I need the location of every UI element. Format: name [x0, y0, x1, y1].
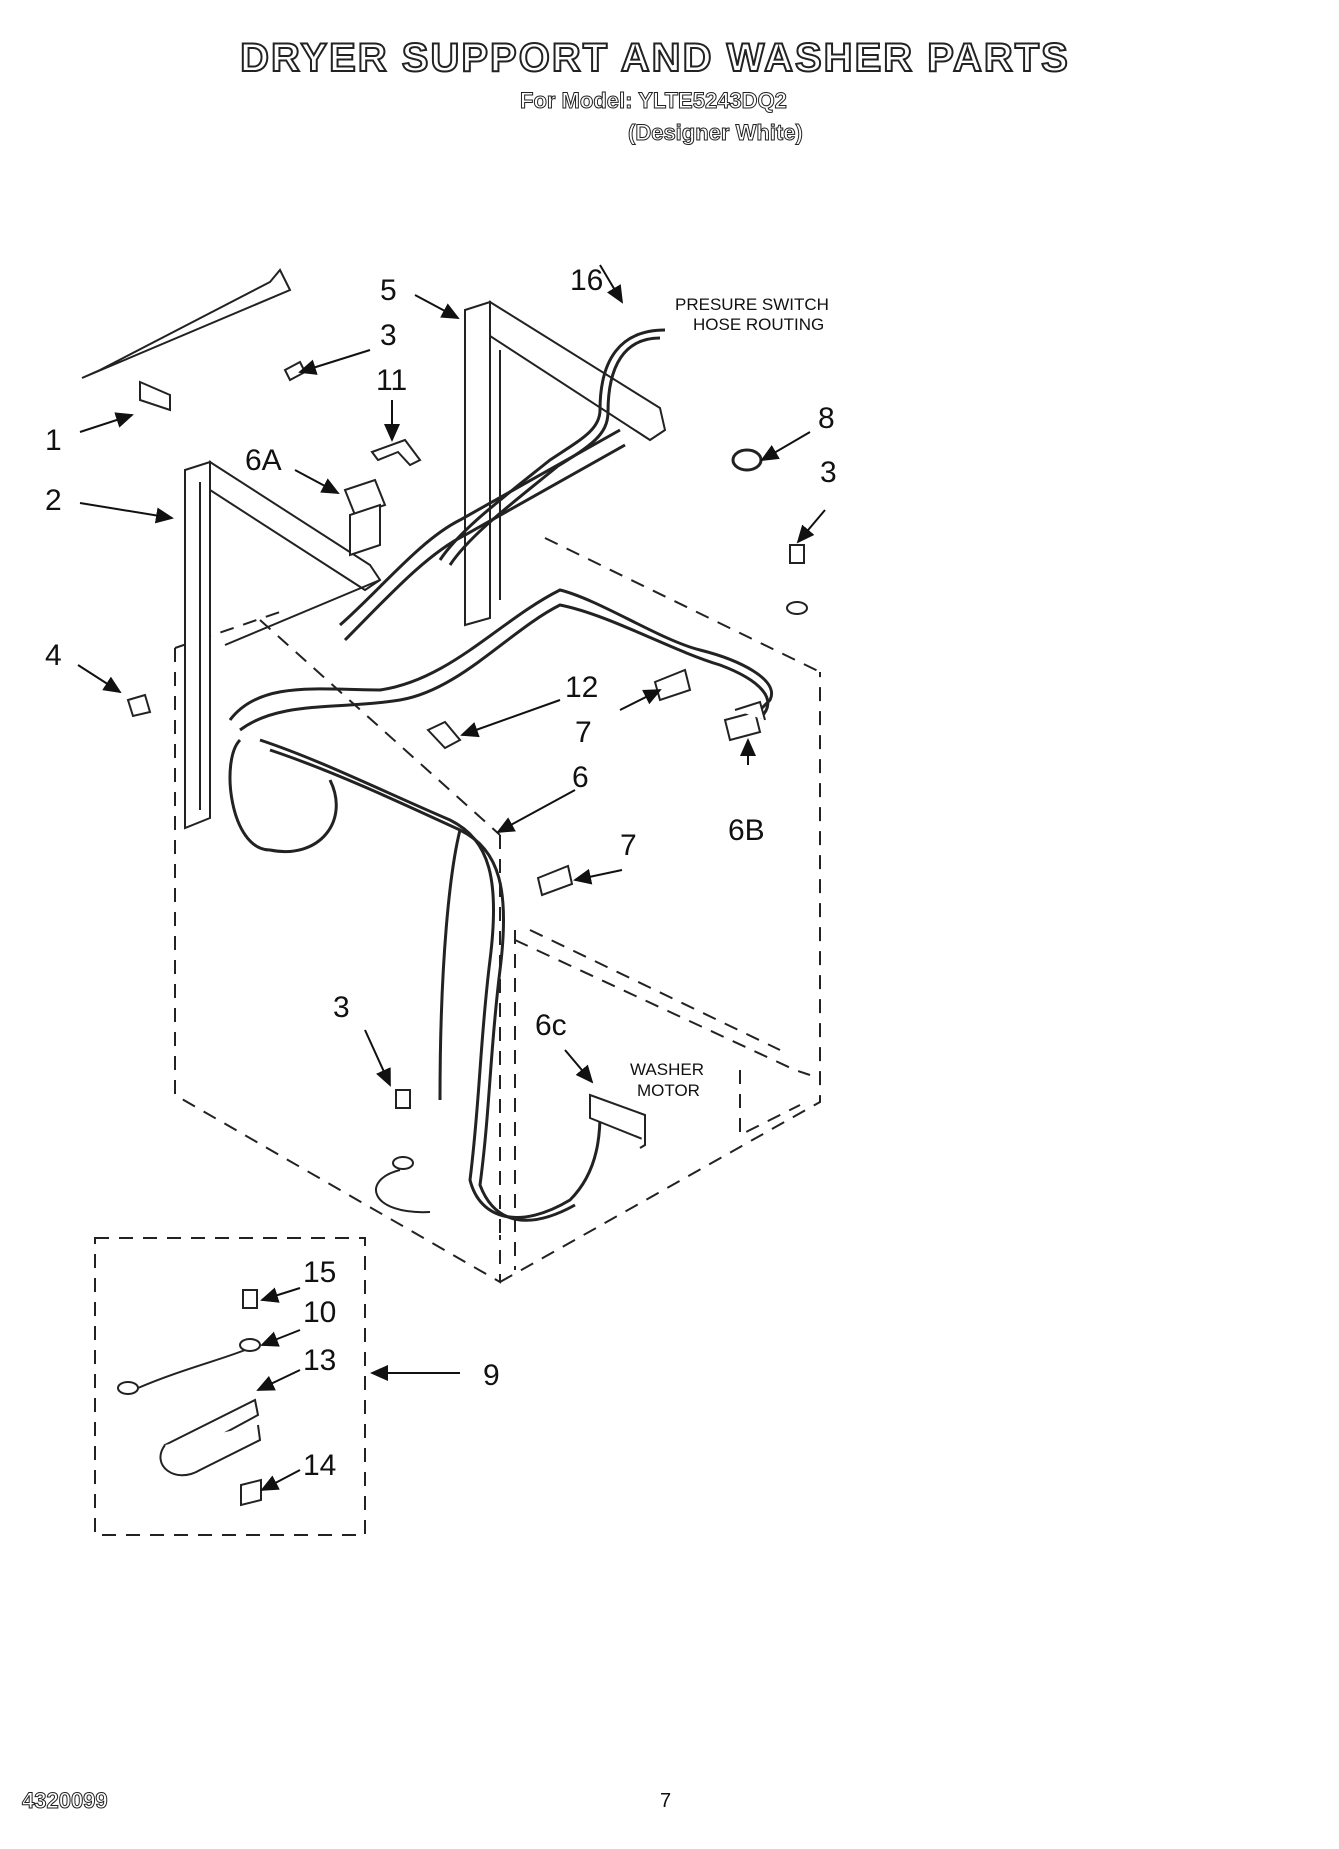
callout-5: 5 [380, 274, 397, 307]
diagram-notes: PRESURE SWITCH HOSE ROUTING WASHER MOTOR [630, 295, 829, 1100]
model-number: For Model: YLTE5243DQ2 [520, 88, 788, 114]
left-support-frame-part-2 [184, 460, 382, 830]
right-support-frame-part-5 [464, 300, 667, 627]
callout-6a: 6A [245, 444, 282, 477]
callout-9: 9 [483, 1359, 500, 1392]
clip-part-12 [426, 720, 462, 750]
clip-part-7-upper [653, 668, 692, 702]
washer-cabinet-outline [174, 537, 821, 1284]
callout-16: 16 [570, 264, 603, 297]
pressure-switch-hose-part-16 [438, 328, 666, 566]
callout-7-upper: 7 [575, 716, 592, 749]
washer-motor-note-line1: WASHER [630, 1060, 704, 1079]
callout-2: 2 [45, 484, 62, 517]
screw-part-3-right [786, 544, 808, 615]
connector-6b [723, 700, 766, 742]
callout-14: 14 [303, 1449, 336, 1482]
callout-8: 8 [818, 402, 835, 435]
callout-1: 1 [45, 424, 62, 457]
callout-10: 10 [303, 1296, 336, 1329]
clip-part-11 [370, 438, 422, 467]
diagram-title: DRYER SUPPORT AND WASHER PARTS [239, 35, 1070, 81]
washer-motor-note-line2: MOTOR [637, 1081, 700, 1100]
callout-3-top: 3 [380, 319, 397, 352]
document-number: 4320099 [22, 1788, 109, 1814]
ground-kit-part-9 [94, 1237, 366, 1536]
hose-clamp-part-8 [731, 448, 763, 472]
model-variant: (Designer White) [628, 120, 804, 146]
connector-6c [589, 1093, 646, 1149]
screw-part-3-lower [375, 1089, 431, 1214]
leader-lines [77, 264, 826, 1491]
wire-harness-part-6 [228, 428, 774, 1222]
hose-routing-note-line2: HOSE ROUTING [693, 315, 824, 334]
callout-3-right: 3 [820, 456, 837, 489]
hose-routing-note-line1: PRESURE SWITCH [675, 295, 829, 314]
callout-labels: 1 2 3 3 3 4 5 6 6A 6B 6c 7 7 8 9 10 11 1… [45, 264, 837, 1482]
support-bracket-part-1 [81, 268, 292, 412]
callout-3-lower: 3 [333, 991, 350, 1024]
callout-15: 15 [303, 1256, 336, 1289]
callout-12: 12 [565, 671, 598, 704]
callout-6c: 6c [535, 1009, 567, 1042]
callout-4: 4 [45, 639, 62, 672]
callout-7-lower: 7 [620, 829, 637, 862]
callout-11: 11 [376, 364, 407, 397]
connector-6a [343, 478, 387, 557]
callout-6b: 6B [728, 814, 765, 847]
callout-13: 13 [303, 1344, 336, 1377]
page-number: 7 [660, 1790, 672, 1812]
clip-part-7-lower [536, 864, 574, 897]
screw-part-4 [126, 693, 152, 718]
callout-6: 6 [572, 761, 589, 794]
